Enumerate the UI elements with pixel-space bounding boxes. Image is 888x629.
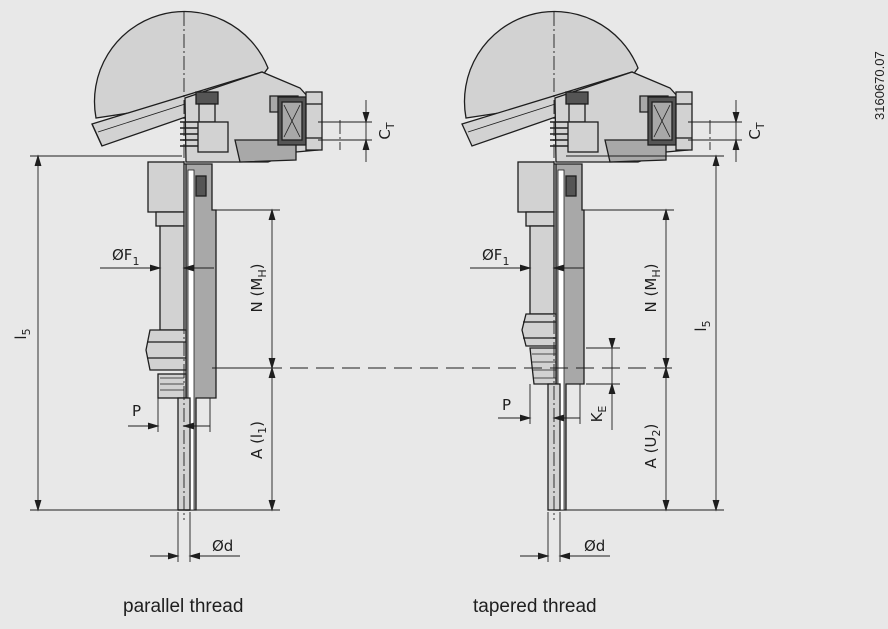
label-l5-left: l5 xyxy=(12,328,33,339)
label-phi-f1: ØF1 xyxy=(482,246,509,268)
label-phi-f1: ØF1 xyxy=(112,246,139,268)
parallel-thread xyxy=(157,373,187,399)
label-ct: CT xyxy=(746,122,767,139)
label-phi-d-left: Ød xyxy=(212,537,233,555)
drawing-number: 3160670.07 xyxy=(872,51,887,120)
neck-tube xyxy=(147,161,185,213)
tapered-thread-assembly xyxy=(461,10,693,511)
label-phi-d-right: Ød xyxy=(584,537,605,555)
caption-parallel-thread: parallel thread xyxy=(123,596,244,617)
dimension-labels: CT ØF1 N (MH) l5 P A (l1) Ød CT ØF1 N (M… xyxy=(12,122,767,555)
hex-nut xyxy=(145,329,187,371)
label-a-l1: A (l1) xyxy=(248,421,269,459)
label-a-u2: A (U2) xyxy=(642,424,663,469)
label-l5-right: l5 xyxy=(692,320,713,331)
label-n-mh: N (MH) xyxy=(248,264,269,313)
hex-nut xyxy=(521,313,557,347)
caption-tapered-thread: tapered thread xyxy=(473,596,597,617)
label-ke: KE xyxy=(588,406,609,423)
neck-tube xyxy=(517,161,555,213)
label-n-mh: N (MH) xyxy=(642,264,663,313)
label-ct: CT xyxy=(376,122,397,139)
dimension-lines xyxy=(30,100,742,562)
center-lines xyxy=(183,12,711,520)
label-p-right: P xyxy=(502,396,511,414)
label-p-left: P xyxy=(132,402,141,420)
tapered-thread xyxy=(529,347,557,385)
